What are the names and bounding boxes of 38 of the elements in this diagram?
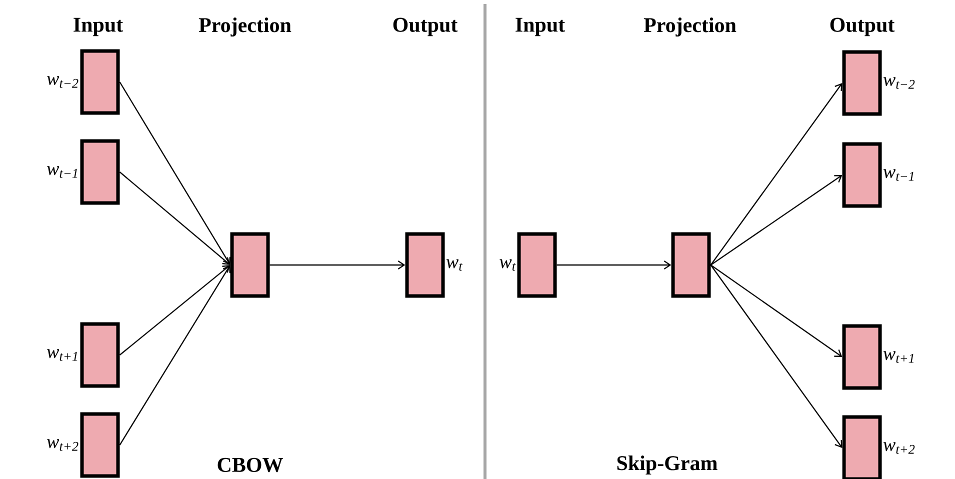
vector-box [842, 50, 882, 116]
word-label: w$_{t+2}$ [47, 439, 78, 451]
arrow [119, 265, 230, 356]
vector-box [517, 232, 557, 298]
vector-box [80, 49, 120, 115]
word-label: w$_{t+1}$ [47, 349, 78, 361]
arrow [270, 260, 406, 270]
model-name: CBOW [218, 458, 283, 472]
header-label: Input [516, 18, 565, 36]
arrow [710, 83, 842, 266]
word-label: w$_{t−2}$ [883, 77, 915, 89]
arrow [119, 172, 230, 265]
vector-box [230, 232, 270, 298]
header-label: Output [393, 18, 458, 36]
vector-box [405, 232, 445, 298]
vector-box [671, 232, 711, 298]
arrow [710, 175, 842, 266]
arrow [119, 265, 231, 446]
vector-box [80, 322, 120, 388]
header-label: Projection [644, 17, 736, 37]
arrow [710, 264, 842, 357]
vector-box [842, 142, 882, 208]
word-label: w$_{t}$ [500, 259, 516, 271]
header-label: Projection [198, 17, 292, 37]
model-name: Skip-Gram [617, 455, 718, 475]
vector-box [842, 324, 882, 390]
word-label: w$_{t+1}$ [883, 351, 914, 363]
vector-box [80, 139, 120, 205]
word-label: w$_{t−1}$ [47, 166, 78, 178]
word-label: w$_{t+2}$ [883, 442, 915, 454]
word-label: w$_{t−1}$ [883, 169, 914, 181]
arrow [710, 264, 842, 448]
arrow [556, 260, 672, 270]
word-label: w$_{t−2}$ [47, 76, 78, 88]
vector-box [80, 412, 120, 478]
arrow [119, 82, 231, 265]
vector-box [842, 415, 882, 479]
word-label: w$_{t}$ [446, 259, 463, 271]
